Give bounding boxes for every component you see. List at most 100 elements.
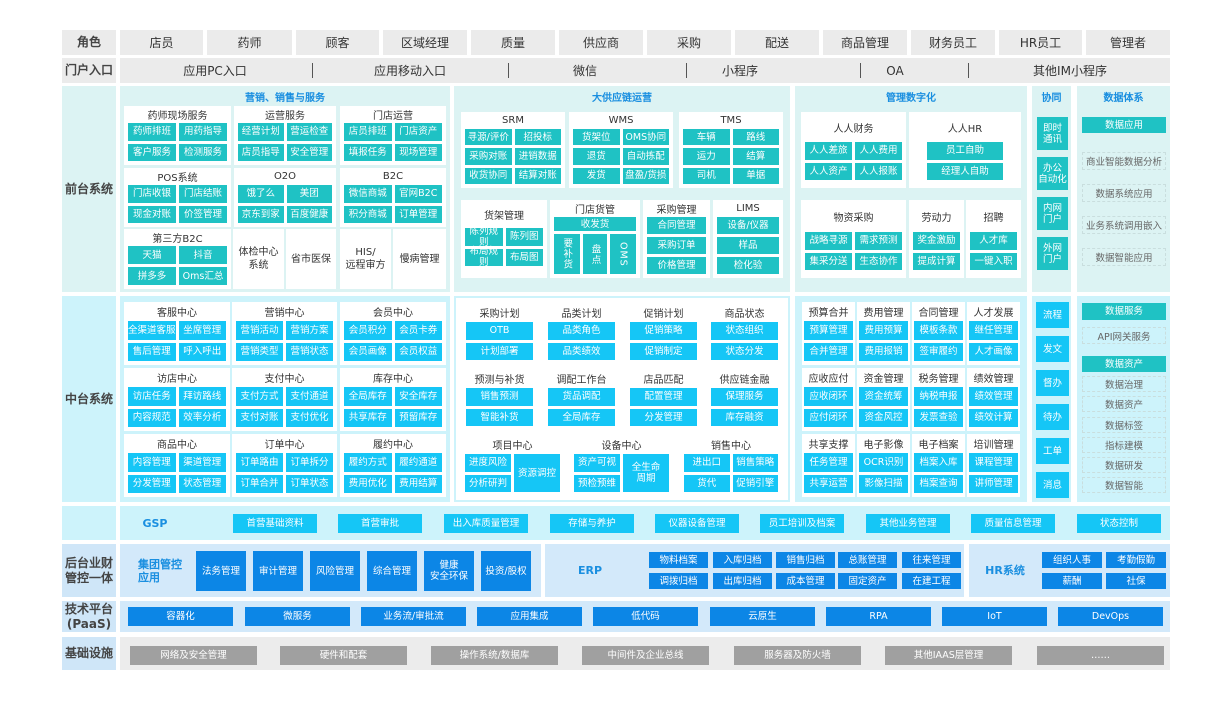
erp-item: 固定资产 (838, 573, 897, 589)
data-asset-item: 数据研发 (1082, 457, 1166, 473)
module-cell: 进销数据 (514, 148, 561, 165)
module-cell: 结算 (732, 148, 779, 165)
module-cell: 智能补货 (466, 408, 533, 426)
data-asset-item: 数据资产 (1082, 396, 1166, 412)
group-title: 客服中心 (157, 308, 197, 319)
erp-item: 往来管理 (902, 552, 961, 568)
paas-item: RPA (826, 607, 931, 626)
role-item: 顾客 (296, 30, 379, 55)
portal-separator (686, 63, 687, 78)
module-cell: Oms汇总 (179, 267, 227, 285)
module-cell: 收货协同 (465, 167, 512, 184)
module-cell: 履约方式 (344, 453, 392, 472)
group-title: 库存中心 (373, 374, 413, 385)
module-cell: 客户服务 (128, 143, 176, 161)
module-cell: 计划部署 (466, 342, 533, 360)
gsp-item: 状态控制 (1077, 514, 1161, 533)
group-control-item: 投资/股权 (481, 551, 531, 591)
group-title: 第三方B2C (152, 234, 203, 245)
infra-item: 操作系统/数据库 (431, 646, 558, 665)
module-cell: 微信商城 (344, 185, 392, 203)
erp-item: 物料档案 (649, 552, 708, 568)
hr-item: 考勤假勤 (1106, 552, 1166, 568)
module-cell: 任务管理 (804, 453, 853, 472)
data-title: 数据体系 (1103, 92, 1144, 104)
module-cell: 检化验 (717, 257, 779, 274)
module-cell: 订单拆分 (286, 453, 333, 472)
role-item: 区域经理 (383, 30, 467, 55)
data-service-header: 数据服务 (1082, 303, 1166, 320)
module-cell: 状态组织 (711, 322, 778, 340)
module-cell: 内容规范 (128, 408, 176, 427)
module-cell: 绩效管理 (969, 387, 1018, 406)
system-box: 慢病管理 (393, 229, 446, 289)
module-cell: OMS协同 (622, 129, 669, 146)
group-title: 店品匹配 (643, 374, 684, 386)
group-title: 电子影像 (863, 440, 904, 451)
module-cell: 需求预测 (855, 232, 902, 250)
gsp-item: 首营审批 (338, 514, 422, 533)
module-cell: 价格管理 (647, 257, 706, 274)
collab-item: 消息 (1036, 472, 1069, 498)
module-cell: 会员画像 (344, 342, 392, 361)
group-title: 调配工作台 (556, 374, 607, 386)
collab-item: 外网 门户 (1037, 237, 1068, 270)
role-item: 管理者 (1086, 30, 1170, 55)
group-title: 销售中心 (711, 440, 751, 452)
group-title: 招聘 (983, 212, 1004, 224)
module-cell: 访店任务 (128, 387, 176, 406)
module-cell: 设备/仪器 (717, 217, 779, 234)
module-cell: 配置管理 (630, 388, 697, 406)
module-cell: 绩效计算 (969, 408, 1018, 427)
group-title: 人人HR (947, 123, 983, 135)
module-cell: 影像扫描 (859, 474, 908, 493)
erp-item: 在建工程 (902, 573, 961, 589)
module-cell: 自动拣配 (622, 148, 669, 165)
system-box: 省市医保 (286, 229, 336, 289)
module-cell: 积分商城 (344, 205, 392, 223)
module-cell: 进度风险 (465, 454, 511, 472)
group-title: 品类计划 (561, 308, 602, 320)
module-cell: 现场管理 (394, 143, 442, 161)
group-title: SRM (502, 115, 524, 126)
data-app-item: 业务系统调用嵌入 (1082, 216, 1166, 234)
portal-item: 微信 (515, 58, 655, 83)
portal-separator (968, 63, 969, 78)
portal-separator (312, 63, 313, 78)
module-cell: 合同管理 (647, 217, 706, 234)
role-item: 质量 (471, 30, 555, 55)
module-cell: 门店收银 (128, 185, 176, 203)
module-cell: 渠道管理 (178, 453, 226, 472)
group-title: 资金管理 (863, 374, 904, 385)
group-title: 人人财务 (833, 123, 874, 135)
backend-label: 后台业财 管控一体 (62, 544, 116, 597)
module-cell: 讲师管理 (969, 474, 1018, 493)
module-cell: 进出口 (684, 454, 730, 472)
paas-label: 技术平台 (PaaS) (62, 601, 116, 632)
module-cell: 退货 (573, 148, 620, 165)
module-cell: 集采分送 (805, 252, 852, 270)
module-cell: 拜访路线 (178, 387, 226, 406)
group-title: LIMS (736, 203, 760, 214)
hr-item: 薪酬 (1042, 573, 1102, 589)
group-title: 劳动力 (921, 212, 952, 224)
group-title: 商品中心 (157, 440, 197, 451)
module-cell: 销售策略 (732, 454, 778, 472)
module-cell: 布局图 (505, 248, 543, 266)
gsp-item: 仪器设备管理 (655, 514, 739, 533)
role-item: 药师 (207, 30, 292, 55)
module-cell: 人人资产 (805, 162, 852, 180)
module-cell: 美团 (286, 185, 332, 203)
group-title: 培训管理 (973, 440, 1014, 451)
group-title: 绩效管理 (973, 374, 1014, 385)
module-cell: 预检预维 (574, 474, 620, 492)
group-title: 采购计划 (479, 308, 520, 320)
role-item: 供应商 (559, 30, 643, 55)
module-cell: 档案查询 (914, 474, 963, 493)
module-cell: 资产可视 (574, 454, 620, 472)
module-cell: 会员权益 (394, 342, 442, 361)
module-cell: 店员排班 (344, 123, 392, 141)
paas-item: IoT (942, 607, 1047, 626)
group-title: B2C (382, 171, 404, 182)
module-cell: 支付优化 (286, 408, 333, 427)
